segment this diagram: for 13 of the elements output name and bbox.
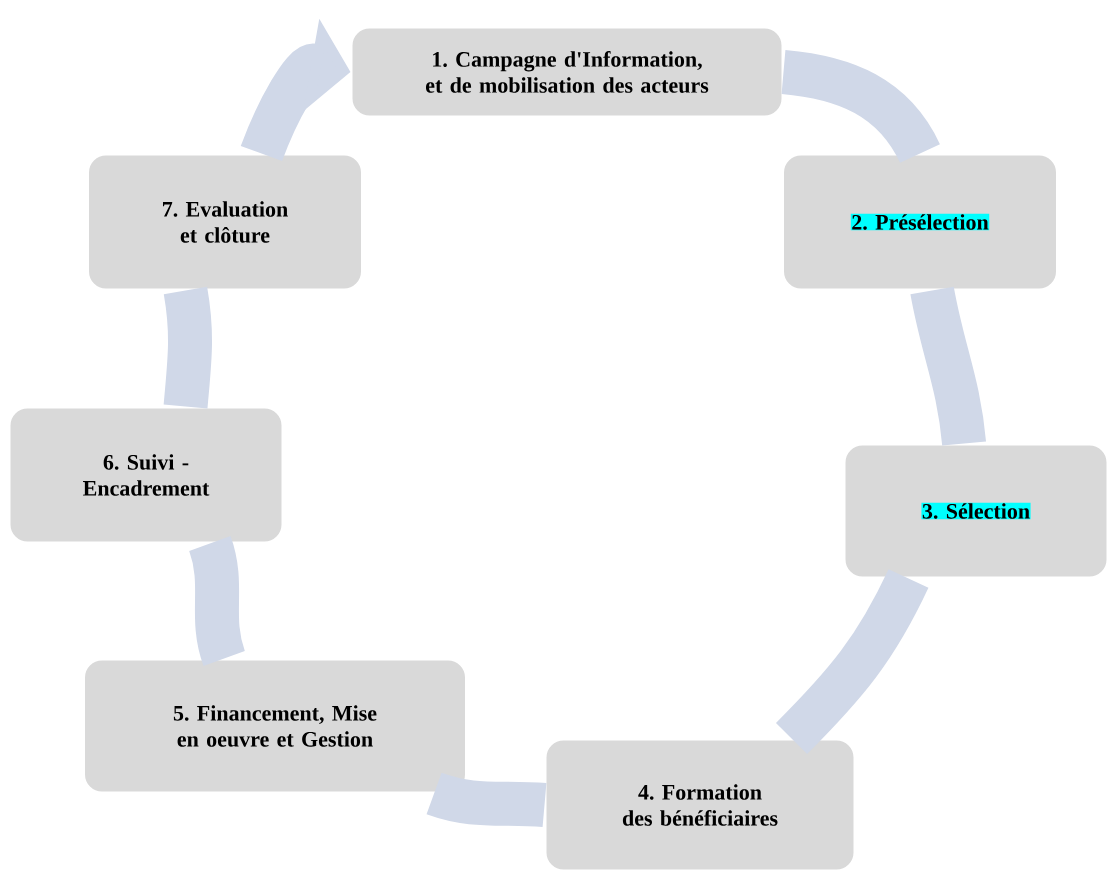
- process-box: 7. Evaluation et clôture: [87, 153, 363, 291]
- process-box: 6. Suivi - Encadrement: [8, 406, 284, 544]
- process-box: 5. Financement, Mise en oeuvre et Gestion: [83, 658, 467, 794]
- cycle-band: [910, 286, 986, 446]
- cycle-band: [427, 772, 546, 827]
- process-box: 4. Formation des bénéficiaires: [544, 738, 856, 871]
- process-box: 1. Campagne d'Information, et de mobilisation des acteurs: [350, 26, 784, 118]
- cycle-band: [781, 50, 940, 164]
- process-box: 3. Sélection: [843, 443, 1108, 579]
- cycle-band: [188, 536, 246, 666]
- cycle-band: [775, 568, 929, 754]
- process-box: 2. Présélection: [782, 153, 1058, 291]
- cycle-band: [163, 286, 212, 409]
